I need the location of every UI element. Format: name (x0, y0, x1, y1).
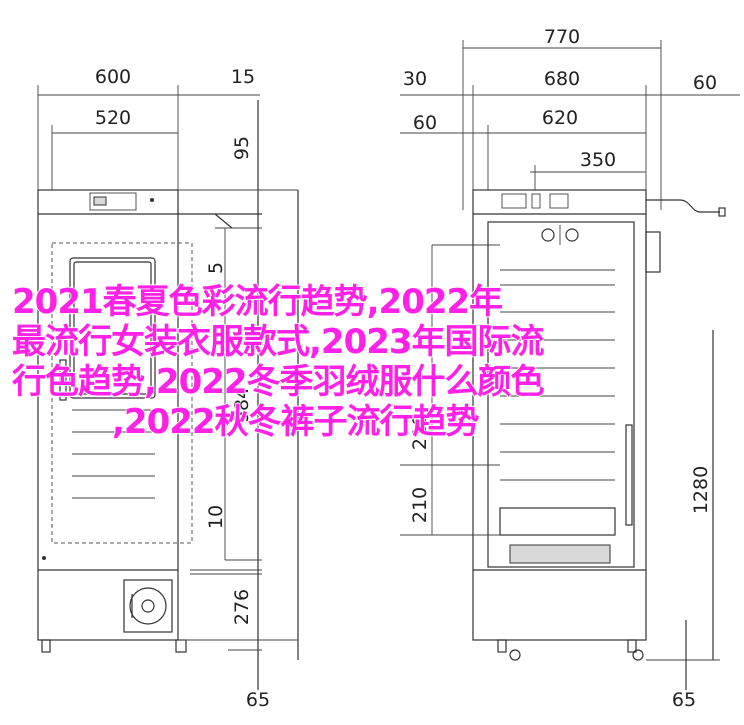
side-left-inset-label: 60 (413, 112, 437, 134)
front-width-inner-label: 520 (95, 107, 131, 129)
side-cabinet-body (472, 189, 647, 641)
front-width-total-label: 600 (95, 66, 131, 88)
front-view: 600 15 520 (37, 66, 299, 711)
overlay-line-1: 2021春夏色彩流行趋势,2022年 (11, 281, 504, 323)
side-left-gap-label: 30 (403, 68, 427, 90)
side-depth-total-label: 770 (544, 26, 580, 48)
side-shelf-depth-label: 350 (580, 149, 616, 171)
front-top-height-label: 95 (231, 136, 253, 160)
front-feet-offset-label: 65 (246, 689, 270, 711)
side-shelf-pitch-b-label: 210 (409, 487, 431, 523)
front-gap-5-label: 5 (205, 262, 227, 274)
side-view: 770 30 680 60 60 620 350 (400, 26, 740, 711)
overlay-line-2: 最流行女装衣服款式,2023年国际流 (11, 321, 545, 363)
side-inner-height-label: 1280 (690, 466, 712, 514)
side-depth-body-label: 680 (544, 68, 580, 90)
front-gap-10-label: 10 (205, 505, 227, 529)
overlay-line-4: ,2022秋冬裤子流行趋势 (111, 401, 480, 443)
front-door-height-label: 984 (231, 387, 253, 423)
side-depth-inner-label: 620 (542, 107, 578, 129)
front-bottom-height-label: 276 (231, 589, 253, 625)
side-right-gap-label: 60 (693, 72, 717, 94)
side-feet-offset-label: 65 (672, 689, 696, 711)
front-side-gap-label: 15 (231, 66, 255, 88)
door-outline (51, 242, 193, 544)
overlay-line-3: 行色趋势,2022冬季羽绒服什么颜色 (11, 361, 545, 403)
side-shelf-pitch-a-label: 210 (409, 414, 431, 450)
